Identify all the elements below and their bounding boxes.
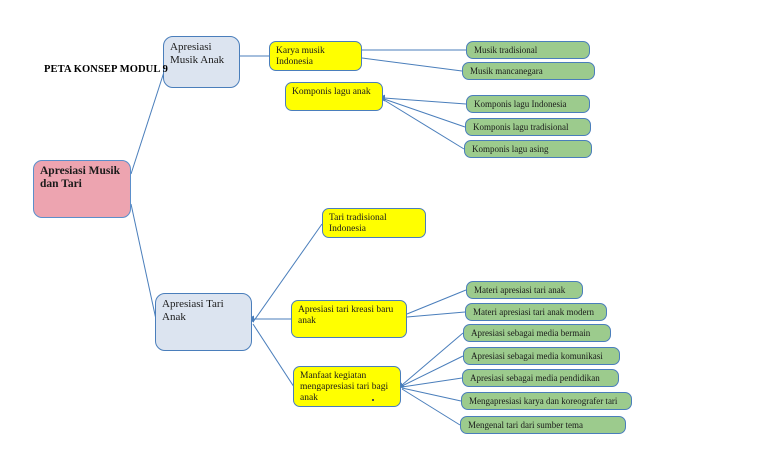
connector-kreasi-to-materi-anak xyxy=(406,289,467,315)
stray-dot-artifact xyxy=(372,399,374,401)
connector-root-to-tari xyxy=(130,203,158,325)
connector-komponis-to-asing xyxy=(383,99,465,150)
map-title: PETA KONSEP MODUL 9 xyxy=(44,64,168,75)
connector-komponis-to-tradisional xyxy=(383,98,466,128)
node-topic-komponis-lagu-anak[interactable]: Komponis lagu anak xyxy=(285,82,383,111)
connector-root-to-musik xyxy=(130,71,165,175)
node-leaf-apresiasi-media-bermain[interactable]: Apresiasi sebagai media bermain xyxy=(463,324,611,342)
connector-manfaat-to-komunikasi xyxy=(401,355,464,387)
node-topic-karya-musik-indonesia[interactable]: Karya musik Indonesia xyxy=(269,41,362,71)
connector-manfaat-to-koreografer xyxy=(401,387,462,402)
node-branch-apresiasi-tari-anak[interactable]: Apresiasi Tari Anak xyxy=(155,293,252,351)
node-leaf-materi-apresiasi-tari-anak-modern[interactable]: Materi apresiasi tari anak modern xyxy=(465,303,607,321)
connector-manfaat-to-sumber-tema xyxy=(401,388,461,426)
node-leaf-komponis-lagu-asing[interactable]: Komponis lagu asing xyxy=(464,140,592,158)
node-topic-tari-tradisional-indonesia[interactable]: Tari tradisional Indonesia xyxy=(322,208,426,238)
connector-kreasi-to-materi-modern xyxy=(406,311,466,318)
connector-komponis-to-indonesia xyxy=(378,94,467,105)
node-leaf-apresiasi-media-pendidikan[interactable]: Apresiasi sebagai media pendidikan xyxy=(462,369,619,387)
connector-manfaat-to-pendidikan xyxy=(401,377,463,388)
connector-tari-to-manfaat xyxy=(252,323,297,391)
node-leaf-mengenal-tari-sumber-tema[interactable]: Mengenal tari dari sumber tema xyxy=(460,416,626,434)
node-leaf-musik-tradisional[interactable]: Musik tradisional xyxy=(466,41,590,59)
node-leaf-musik-mancanegara[interactable]: Musik mancanegara xyxy=(462,62,595,80)
node-leaf-apresiasi-media-komunikasi[interactable]: Apresiasi sebagai media komunikasi xyxy=(463,347,620,365)
node-root-apresiasi-musik-dan-tari[interactable]: Apresiasi Musik dan Tari xyxy=(33,160,131,218)
node-leaf-komponis-lagu-tradisional[interactable]: Komponis lagu tradisional xyxy=(465,118,591,136)
node-branch-apresiasi-musik-anak[interactable]: Apresiasi Musik Anak xyxy=(163,36,240,88)
node-leaf-mengapresiasi-karya-koreografer[interactable]: Mengapresiasi karya dan koreografer tari xyxy=(461,392,632,410)
node-leaf-komponis-lagu-indonesia[interactable]: Komponis lagu Indonesia xyxy=(466,95,590,113)
node-topic-apresiasi-tari-kreasi-baru-anak[interactable]: Apresiasi tari kreasi baru anak xyxy=(291,300,407,338)
node-leaf-materi-apresiasi-tari-anak[interactable]: Materi apresiasi tari anak xyxy=(466,281,583,299)
node-topic-manfaat-kegiatan-mengapresiasi-tari[interactable]: Manfaat kegiatan mengapresiasi tari bagi… xyxy=(293,366,401,407)
connector-manfaat-to-bermain xyxy=(397,332,464,389)
connector-karya-to-mancanegara xyxy=(361,57,463,72)
